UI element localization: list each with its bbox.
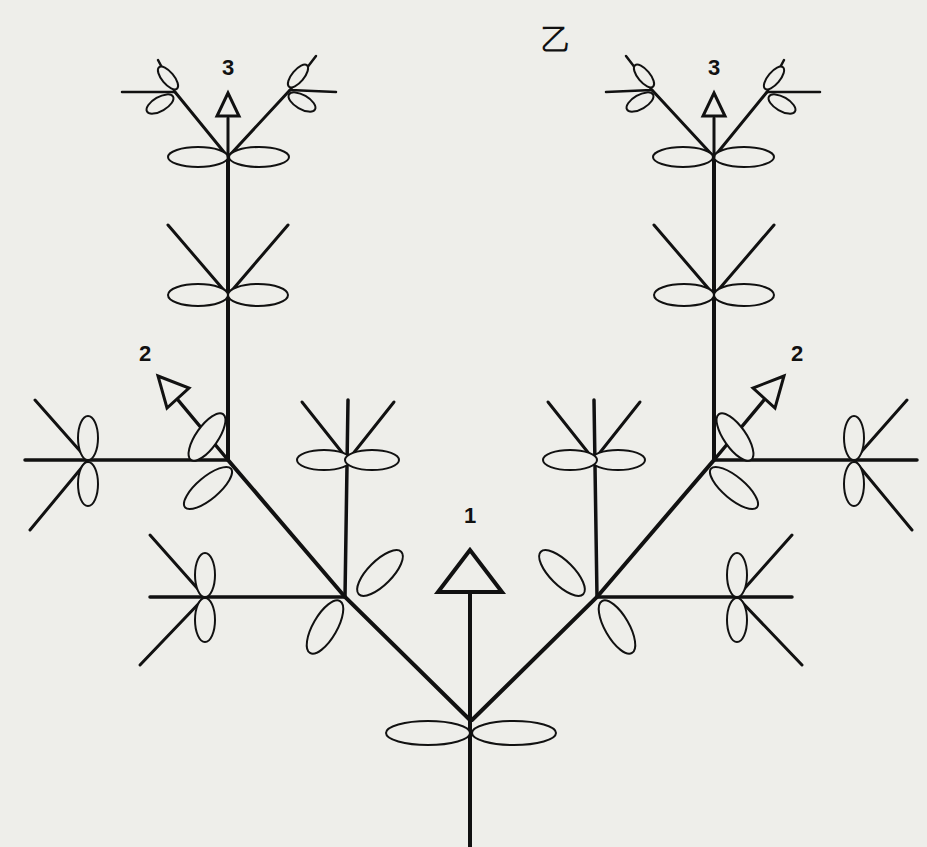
callout-number: 3 [222,57,234,79]
callout-number: 1 [464,505,476,527]
callout-number: 2 [139,343,151,365]
callout-number: 2 [791,343,803,365]
callout-number: 3 [708,57,720,79]
figure-letter: 乙 [541,25,571,55]
